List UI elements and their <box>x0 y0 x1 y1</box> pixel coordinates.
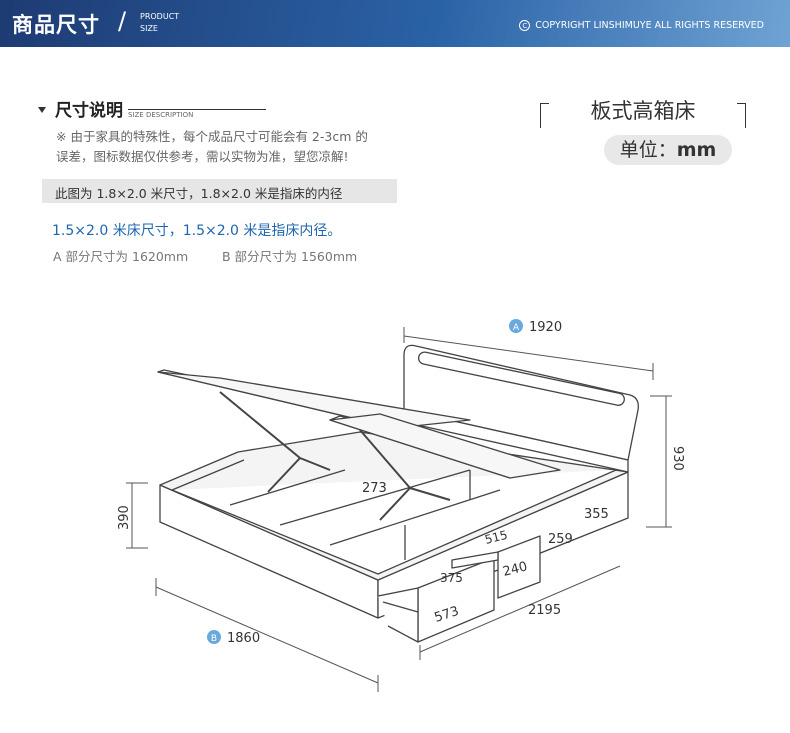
size-info-text: 此图为 1.8×2.0 米尺寸，1.8×2.0 米是指床的内径 <box>55 186 343 201</box>
dim-259: 259 <box>548 532 573 547</box>
marker-b-label: B <box>211 634 217 644</box>
drawers <box>377 535 541 643</box>
bracket-right <box>737 103 746 128</box>
unit-label: 单位： <box>619 139 677 161</box>
dim-a-group <box>403 327 654 380</box>
section-subtitle: SIZE DESCRIPTION <box>128 109 266 119</box>
marker-a-icon <box>509 319 523 333</box>
dim-box-height-group <box>126 482 148 549</box>
lifted-lids <box>157 369 561 479</box>
disclaimer-note: ※ 由于家具的特殊性，每个成品尺寸可能会有 2-3cm 的 误差，图标数据仅供参… <box>56 127 426 167</box>
dim-length: 2195 <box>528 603 561 618</box>
header-title: 商品尺寸 <box>12 13 100 37</box>
note-line-2: 误差，图标数据仅供参考，需以实物为准，望您凉解! <box>56 149 349 164</box>
copyright-text: COPYRIGHT LINSHIMUYE ALL RIGHTS RESERVED <box>535 20 764 31</box>
part-b-size: B 部分尺寸为 1560mm <box>222 249 358 264</box>
copyright-notice: C COPYRIGHT LINSHIMUYE ALL RIGHTS RESERV… <box>519 20 764 31</box>
product-name-box: 板式高箱床 <box>540 99 746 129</box>
dim-height-total: 930 <box>670 446 685 471</box>
header-en-subtitle: PRODUCT SIZE <box>140 11 179 35</box>
section-title: 尺寸说明 <box>55 101 123 121</box>
marker-a-label: A <box>513 323 520 333</box>
dim-length-group <box>419 565 621 660</box>
part-a-size: A 部分尺寸为 1620mm <box>53 249 189 264</box>
unit-pill: 单位：mm <box>604 135 732 165</box>
dim-355: 355 <box>584 507 609 522</box>
dim-515: 515 <box>483 528 509 547</box>
unit-value: mm <box>676 139 717 161</box>
header-banner: 商品尺寸 / PRODUCT SIZE C COPYRIGHT LINSHIMU… <box>0 0 790 47</box>
dim-b-group <box>155 578 379 692</box>
size-info-bar: 此图为 1.8×2.0 米尺寸，1.8×2.0 米是指床的内径 <box>42 179 397 203</box>
section-heading: 尺寸说明 SIZE DESCRIPTION <box>38 96 266 121</box>
dim-a-value: 1920 <box>529 320 562 335</box>
dim-inner-depth: 273 <box>362 481 387 496</box>
dim-height-group <box>646 395 672 528</box>
dim-375: 375 <box>440 571 463 585</box>
header-slash: / <box>118 7 127 35</box>
headboard <box>403 344 639 473</box>
product-name: 板式高箱床 <box>590 99 696 123</box>
header-en-line2: SIZE <box>140 24 158 33</box>
note-line-1: ※ 由于家具的特殊性，每个成品尺寸可能会有 2-3cm 的 <box>56 129 368 144</box>
copyright-icon: C <box>519 20 531 31</box>
marker-b-icon <box>207 630 221 644</box>
triangle-bullet-icon <box>38 107 46 113</box>
dim-573: 573 <box>433 604 461 626</box>
header-en-line1: PRODUCT <box>140 12 180 21</box>
alt-size-note: 1.5×2.0 米床尺寸，1.5×2.0 米是指床内径。 <box>52 223 342 239</box>
bed-base <box>159 431 629 619</box>
dim-box-height: 390 <box>117 505 132 530</box>
bracket-left <box>540 103 549 128</box>
dim-240: 240 <box>501 559 529 580</box>
gas-struts <box>219 391 451 521</box>
dim-b-value: 1860 <box>227 631 260 646</box>
